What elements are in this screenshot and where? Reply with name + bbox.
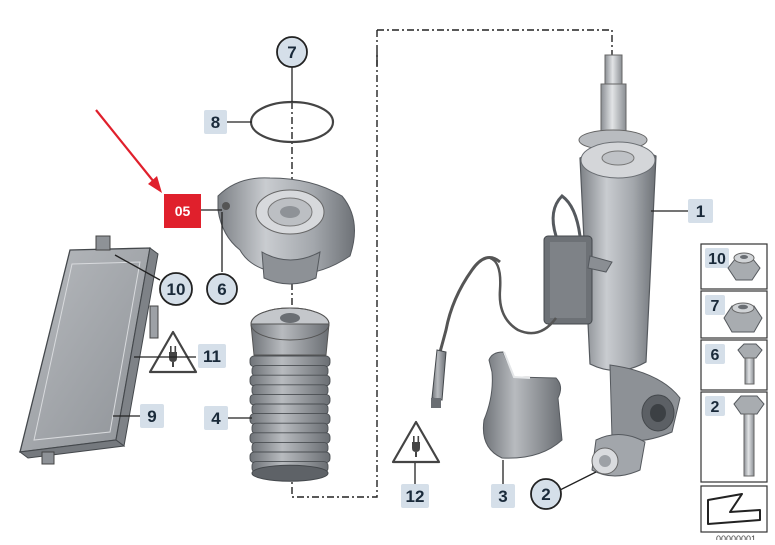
direction-arrow-box <box>700 485 768 533</box>
bellows-bottom <box>251 464 329 482</box>
callout-3[interactable]: 3 <box>491 484 515 508</box>
callout-9[interactable]: 9 <box>140 404 164 428</box>
callout-selected-label: 05 <box>175 203 191 219</box>
red-pointer-arrow <box>95 109 162 193</box>
footer-id: 00000001 <box>716 534 756 540</box>
long-bolt-icon <box>733 395 765 477</box>
bellows-fold <box>251 441 329 454</box>
leader-lines <box>113 66 688 491</box>
callout-6-label: 6 <box>217 280 226 299</box>
hardware-row-10[interactable]: 10 <box>700 243 768 290</box>
callout-11-label: 11 <box>203 347 221 366</box>
hardware-row-2-label: 2 <box>711 399 720 416</box>
hardware-row-6[interactable]: 6 <box>700 339 768 391</box>
callout-10-label: 10 <box>167 280 186 299</box>
callout-selected[interactable]: 05 <box>164 194 201 228</box>
callout-4[interactable]: 4 <box>204 406 228 430</box>
short-bolt-icon <box>737 343 763 385</box>
callout-2-label: 2 <box>541 485 550 504</box>
bellows <box>249 355 331 482</box>
self-locking-nut-icon <box>723 302 763 333</box>
control-unit <box>18 235 159 465</box>
callout-2[interactable]: 2 <box>530 478 562 510</box>
sensor-cable <box>431 256 501 408</box>
shock-absorber <box>489 54 681 477</box>
callout-8[interactable]: 8 <box>204 110 227 134</box>
callout-12-label: 12 <box>406 487 425 506</box>
callout-11[interactable]: 11 <box>198 344 226 368</box>
bellows-fold <box>249 451 331 464</box>
bellows-fold <box>249 393 331 406</box>
warning-triangle-icon <box>391 420 441 464</box>
bellows-fold <box>251 422 329 435</box>
callout-7-label: 7 <box>287 43 296 62</box>
direction-arrow-icon <box>707 493 761 525</box>
bellows-fold <box>251 384 329 396</box>
callout-7[interactable]: 7 <box>276 36 308 68</box>
callout-9-label: 9 <box>147 407 156 426</box>
bellows-fold <box>249 413 331 425</box>
nut-icon <box>727 252 761 281</box>
bellows-fold <box>251 403 329 416</box>
hardware-row-7[interactable]: 7 <box>700 290 768 339</box>
bellows-fold <box>249 432 331 444</box>
callout-8-label: 8 <box>211 113 220 132</box>
hardware-panel: 10 7 6 <box>700 243 768 544</box>
callout-12[interactable]: 12 <box>401 484 429 508</box>
callout-6[interactable]: 6 <box>206 273 238 305</box>
callout-3-label: 3 <box>498 487 507 506</box>
hardware-row-6-label: 6 <box>711 347 720 364</box>
callout-1[interactable]: 1 <box>688 199 713 223</box>
callout-4-label: 4 <box>211 409 221 428</box>
bellows-fold <box>251 365 329 377</box>
hardware-row-10-label: 10 <box>708 251 726 268</box>
callout-1-label: 1 <box>696 202 705 221</box>
bellows-fold <box>249 355 331 368</box>
hardware-row-2[interactable]: 2 <box>700 391 768 483</box>
dust-boot <box>250 307 330 356</box>
top-mount <box>217 177 355 285</box>
hardware-row-7-label: 7 <box>711 298 720 315</box>
callout-10[interactable]: 10 <box>159 272 193 306</box>
protective-cover <box>482 351 563 459</box>
bellows-fold <box>249 374 331 387</box>
